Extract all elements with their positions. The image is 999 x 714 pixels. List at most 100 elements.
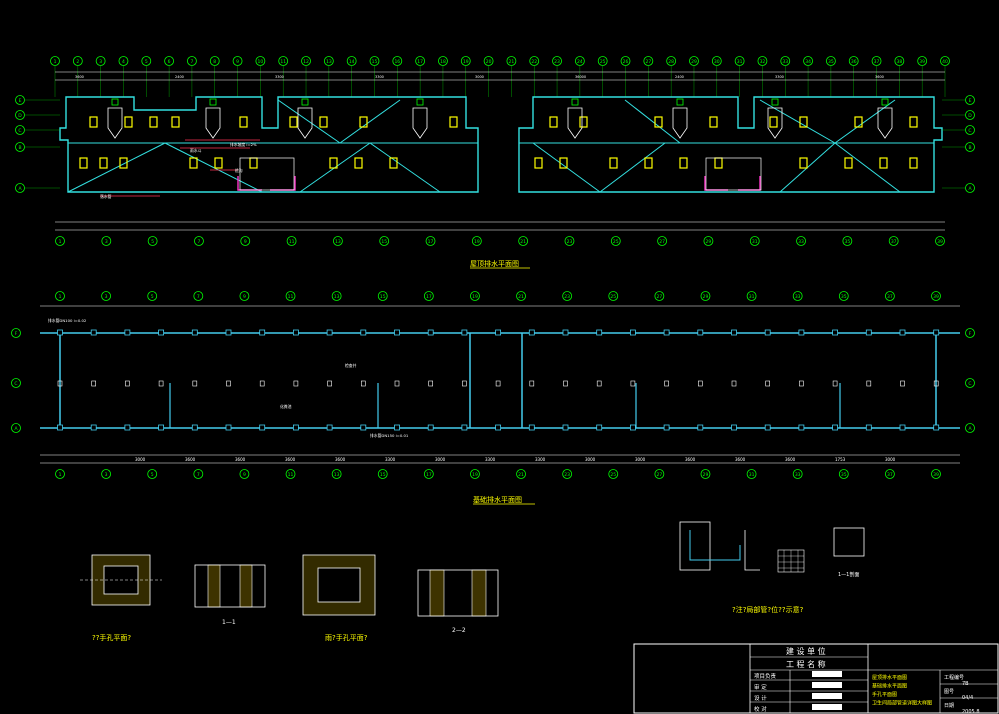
roof-bottom-axis-label: 25 <box>613 239 619 245</box>
drawing-name-line: 手孔平面图 <box>872 691 897 698</box>
foundation-pit-bottom <box>865 424 872 431</box>
roof-top-axis-circle <box>620 56 631 66</box>
roof-top-axis-circle <box>483 56 494 66</box>
roof-fixture <box>609 157 618 169</box>
rain-funnel-head <box>676 98 684 106</box>
roof-top-axis-label: 25 <box>600 59 606 65</box>
foundation-bottom-axis-circle <box>147 469 158 479</box>
roof-left-axis-label: E <box>19 98 22 104</box>
roof-right-axis-circle <box>965 142 975 152</box>
foundation-top-axis-label: 25 <box>610 294 616 300</box>
roof-bottom-axis-circle <box>749 236 760 246</box>
foundation-top-axis-circle <box>746 291 757 301</box>
foundation-dimension-label: 3600 <box>185 457 196 462</box>
foundation-pit-top <box>663 329 670 336</box>
roof-top-axis-circle <box>141 56 152 66</box>
foundation-pit-top <box>899 329 906 336</box>
roof-top-axis-circle <box>825 56 836 66</box>
roof-top-axis-label: 15 <box>372 59 378 65</box>
roof-bottom-axis-circle <box>240 236 251 246</box>
roof-dimension-label: 3300 <box>375 75 384 79</box>
foundation-pit-mid <box>529 380 535 387</box>
foundation-bottom-axis-circle <box>608 469 619 479</box>
foundation-left-axis-circle <box>11 423 21 433</box>
roof-top-axis-circle <box>164 56 175 66</box>
foundation-pit-mid <box>630 380 636 387</box>
foundation-dimension-label: 3600 <box>235 457 246 462</box>
rain-funnel-head <box>301 98 309 106</box>
roof-bottom-axis-circle <box>564 236 575 246</box>
foundation-pit-mid <box>933 380 939 387</box>
foundation-pit-mid <box>832 380 838 387</box>
roof-bottom-axis-label: 7 <box>198 239 201 245</box>
roof-top-axis-circle <box>940 56 950 66</box>
roof-bottom-axis-circle <box>703 236 714 246</box>
roof-top-axis-label: 4 <box>122 59 125 65</box>
foundation-pit-bottom <box>360 424 367 431</box>
foundation-pit-mid <box>394 380 400 387</box>
roof-note: 雨水斗 <box>190 148 202 153</box>
foundation-top-axis-circle <box>608 291 619 301</box>
foundation-pit-bottom <box>630 424 636 431</box>
roof-bottom-axis-circle <box>101 236 112 246</box>
foundation-pit-bottom <box>663 424 670 431</box>
roof-top-axis-label: 10 <box>258 59 264 65</box>
roof-bottom-axis-circle <box>842 236 853 246</box>
roof-fixture <box>579 116 588 128</box>
foundation-pit-mid <box>697 380 703 387</box>
foundation-pit-mid <box>664 380 669 387</box>
foundation-bottom-axis-label: 13 <box>334 472 340 478</box>
roof-top-axis-circle <box>278 56 289 66</box>
roof-top-axis-label: 8 <box>213 59 216 65</box>
roof-left-axis-label: C <box>18 128 21 134</box>
roof-top-axis-circle <box>72 56 83 66</box>
roof-top-axis-circle <box>757 56 768 66</box>
roof-bottom-axis-circle <box>657 236 668 246</box>
roof-top-axis-circle <box>209 56 220 66</box>
foundation-pit-mid <box>596 380 602 387</box>
roof-fixture <box>354 157 363 169</box>
foundation-pit-mid <box>226 380 231 387</box>
foundation-pit-top <box>124 329 131 336</box>
roof-fixture <box>99 157 108 169</box>
rain-funnel <box>205 107 221 139</box>
foundation-pit-top <box>360 329 367 336</box>
roof-fixture <box>214 157 223 169</box>
roof-fixture <box>799 157 808 169</box>
roof-bottom-axis-circle <box>796 236 806 246</box>
roof-top-axis-circle <box>438 56 448 66</box>
roof-fixture <box>909 116 918 128</box>
roof-fixture <box>909 157 918 169</box>
roof-top-axis-circle <box>552 56 562 66</box>
foundation-bottom-axis-label: 11 <box>288 472 294 478</box>
roof-top-axis-circle <box>95 56 106 66</box>
foundation-left-axis-label: C <box>14 381 17 387</box>
foundation-bottom-axis-label: 31 <box>749 472 755 478</box>
foundation-pit-top <box>326 329 333 336</box>
roof-bottom-axis-label: 21 <box>520 239 526 245</box>
roof-fixture <box>679 157 688 169</box>
foundation-bottom-axis-circle <box>792 469 803 479</box>
foundation-pit-bottom <box>124 424 131 431</box>
roof-bottom-axis-label: 11 <box>289 239 295 245</box>
roof-fixture <box>149 116 158 128</box>
foundation-top-axis-label: 15 <box>380 294 386 300</box>
roof-bottom-axis-label: 19 <box>474 239 480 245</box>
foundation-bottom-axis-label: 29 <box>703 472 709 478</box>
roof-right-axis-label: E <box>969 98 972 104</box>
rain-funnel <box>767 107 783 139</box>
foundation-pit-bottom <box>57 424 63 431</box>
foundation-pit-bottom <box>191 424 198 431</box>
foundation-top-axis-circle <box>193 291 204 301</box>
roof-top-axis-circle <box>323 56 334 66</box>
foundation-top-axis-label: 27 <box>657 294 663 300</box>
roof-bottom-axis-circle <box>147 236 158 246</box>
foundation-pit-top <box>90 329 97 336</box>
foundation-pit-mid <box>731 380 737 387</box>
foundation-bottom-axis-circle <box>285 469 296 479</box>
roof-top-axis-label: 38 <box>896 59 902 65</box>
title-header-2: 工 程 名 称 <box>786 659 826 669</box>
foundation-pit-mid <box>91 380 96 387</box>
